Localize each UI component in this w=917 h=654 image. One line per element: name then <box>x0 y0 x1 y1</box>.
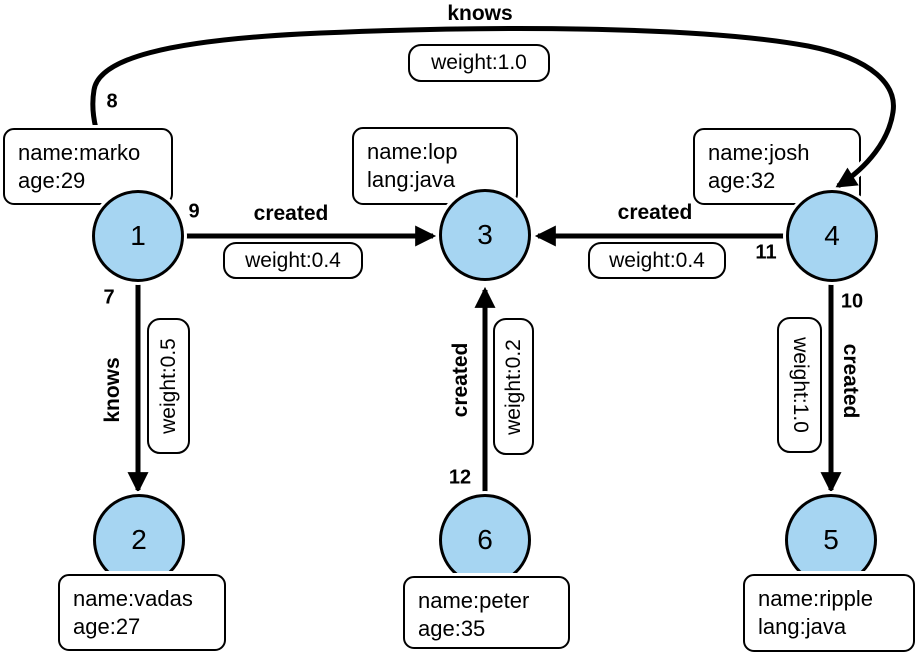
edge-weight-label: weight:0.5 <box>156 338 180 434</box>
edge-id-8: 8 <box>106 90 118 113</box>
edge-label-created-10: created <box>839 343 862 419</box>
edge-label-knows-8: knows <box>447 2 513 25</box>
node-circle-4[interactable]: 4 <box>786 190 878 282</box>
node-id-label: 6 <box>477 524 493 555</box>
node-id-label: 2 <box>131 524 147 555</box>
edge-weight-box-12: weight:0.2 <box>493 318 534 455</box>
edge-id-10: 10 <box>840 290 864 313</box>
node-properties-ripple: name:ripple lang:java <box>743 574 915 652</box>
property-line: name:marko <box>18 140 141 165</box>
node-id-label: 3 <box>477 219 493 250</box>
node-id-label: 1 <box>130 220 146 251</box>
property-line: name:peter <box>418 588 530 613</box>
edge-label-created-11: created <box>617 201 693 224</box>
edge-id-7: 7 <box>103 286 115 309</box>
node-circle-5[interactable]: 5 <box>785 494 877 586</box>
node-circle-2[interactable]: 2 <box>93 494 185 586</box>
node-properties-vadas: name:vadas age:27 <box>58 574 226 651</box>
edge-weight-box-11: weight:0.4 <box>588 242 726 279</box>
node-id-label: 5 <box>823 524 839 555</box>
property-line: lang:java <box>758 614 847 639</box>
edge-id-9: 9 <box>188 200 200 223</box>
edge-label-knows-7: knows <box>101 357 124 423</box>
node-circle-6[interactable]: 6 <box>439 494 531 586</box>
property-line: name:vadas <box>73 586 193 611</box>
property-line: name:lop <box>367 139 458 164</box>
node-circle-1[interactable]: 1 <box>92 190 184 282</box>
edge-weight-box-8: weight:1.0 <box>408 44 550 82</box>
edge-weight-label: weight:1.0 <box>431 51 527 74</box>
node-properties-peter: name:peter age:35 <box>403 576 570 649</box>
property-line: name:josh <box>708 140 810 165</box>
edge-weight-label: weight:0.4 <box>609 248 705 272</box>
property-line: age:27 <box>73 614 141 639</box>
edge-label-created-12: created <box>449 342 472 418</box>
edge-weight-box-7: weight:0.5 <box>147 318 190 454</box>
edge-weight-label: weight:1.0 <box>788 337 812 433</box>
edge-weight-label: weight:0.4 <box>245 248 341 272</box>
edge-weight-box-10: weight:1.0 <box>777 317 822 453</box>
edge-id-12: 12 <box>448 466 472 489</box>
node-id-label: 4 <box>824 220 840 251</box>
edge-weight-label: weight:0.2 <box>501 338 525 435</box>
node-circle-3[interactable]: 3 <box>439 189 531 281</box>
edge-id-11: 11 <box>755 241 777 264</box>
property-line: age:29 <box>18 168 86 193</box>
property-line: age:35 <box>418 616 486 641</box>
edge-weight-box-9: weight:0.4 <box>223 242 363 279</box>
property-line: name:ripple <box>758 586 873 611</box>
edge-label-created-9: created <box>253 202 329 225</box>
